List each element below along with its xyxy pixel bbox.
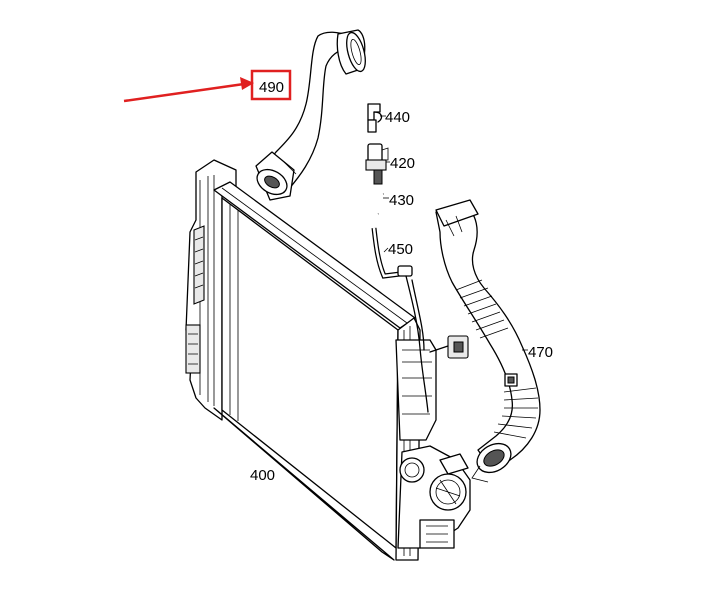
connector-440	[367, 103, 383, 133]
leader-lines	[380, 115, 528, 351]
charge-air-hose-470	[435, 199, 541, 483]
hose-430	[353, 192, 384, 226]
highlight-arrow-head	[240, 77, 254, 90]
sensor-420	[365, 143, 389, 185]
charge-air-hose-490	[255, 29, 366, 201]
callout-440: 440	[385, 109, 410, 126]
tube-450	[371, 227, 429, 413]
callout-470: 470	[528, 344, 553, 361]
callout-450: 450	[388, 241, 413, 258]
intercooler-radiator-400	[185, 159, 471, 561]
callout-430: 430	[389, 192, 414, 209]
highlight-arrow	[123, 82, 245, 103]
callout-400: 400	[250, 467, 275, 484]
highlight-box	[250, 69, 292, 101]
callout-490: 490	[259, 79, 284, 96]
highlight-annotation	[123, 69, 292, 103]
callout-420: 420	[390, 155, 415, 172]
